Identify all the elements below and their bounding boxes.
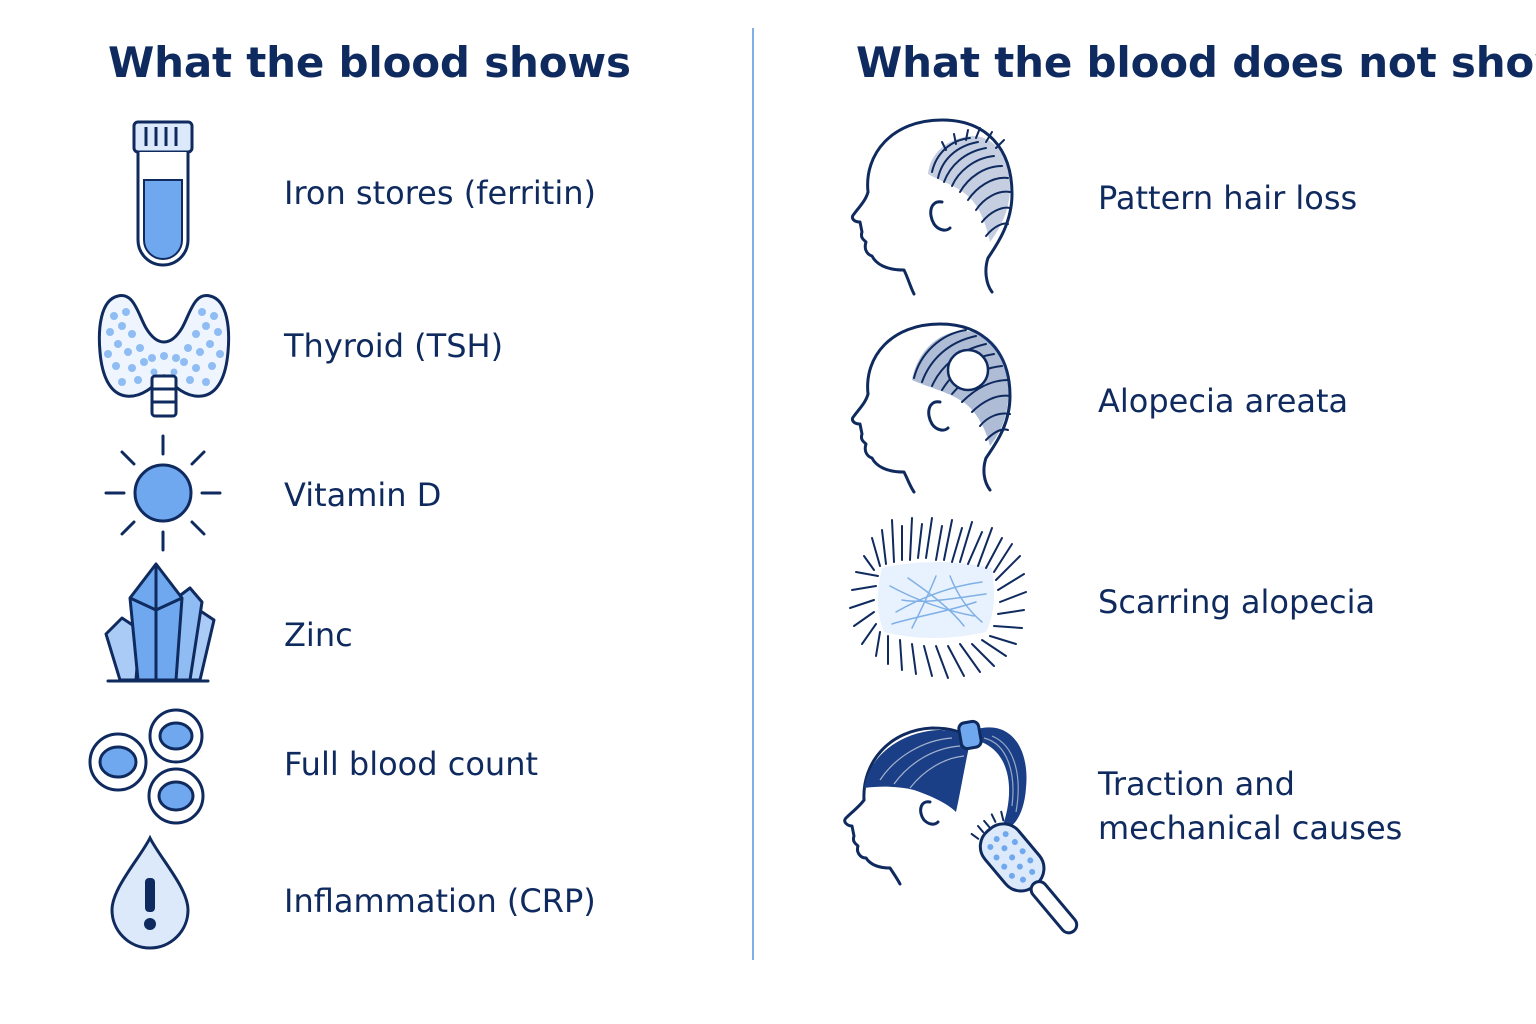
- item-label-scarring-alopecia: Scarring alopecia: [1098, 583, 1376, 621]
- blood-cells-icon: [86, 706, 210, 828]
- item-label-zinc: Zinc: [284, 616, 353, 654]
- item-label-inflammation: Inflammation (CRP): [284, 882, 596, 920]
- right-column-heading: What the blood does not show: [856, 38, 1536, 87]
- scarred-scalp-icon: [846, 516, 1028, 682]
- sun-icon: [102, 432, 224, 554]
- test-tube-icon: [128, 118, 198, 270]
- left-column-heading: What the blood shows: [108, 38, 631, 87]
- item-label-iron-stores: Iron stores (ferritin): [284, 174, 596, 212]
- thinning-head-icon: [846, 114, 1018, 298]
- item-label-traction-mechanical: Traction and mechanical causes: [1098, 765, 1403, 847]
- column-divider: [752, 28, 754, 960]
- bald-patch-head-icon: [848, 318, 1016, 496]
- crystal-icon: [102, 560, 218, 684]
- thyroid-icon: [96, 290, 232, 420]
- item-label-vitamin-d: Vitamin D: [284, 476, 442, 514]
- drop-exclamation-icon: [108, 834, 192, 950]
- item-label-pattern-hair-loss: Pattern hair loss: [1098, 179, 1358, 217]
- ponytail-brush-icon: [840, 708, 1079, 940]
- item-label-full-blood-count: Full blood count: [284, 745, 539, 783]
- item-label-thyroid: Thyroid (TSH): [284, 327, 504, 365]
- item-label-alopecia-areata: Alopecia areata: [1098, 382, 1349, 420]
